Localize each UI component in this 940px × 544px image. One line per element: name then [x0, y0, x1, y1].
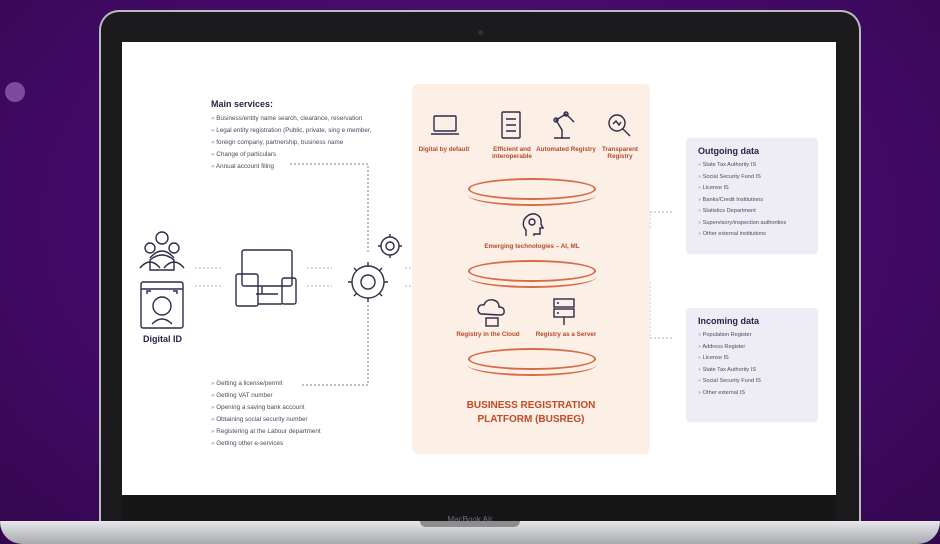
- ai-head-icon: [522, 213, 544, 236]
- emerging-tech-label: Emerging technologies – AI, ML: [484, 243, 580, 250]
- cloud-icon: [477, 299, 505, 327]
- other-services-list: Getting a license/permitGetting VAT numb…: [211, 378, 321, 450]
- other-service-item: Getting a license/permit: [211, 378, 321, 390]
- incoming-data-list: Population RegisterAddress RegisterLicen…: [698, 330, 761, 400]
- laptop-screen: Main services: Business/entity name sear…: [122, 42, 836, 495]
- feature-automated-label: Automated Registry: [536, 146, 596, 153]
- magnifier-icon: [608, 114, 631, 137]
- outgoing-data-item: Social Security Fund IS: [698, 172, 786, 184]
- feature-efficient-label: Efficient and interoperable: [492, 146, 532, 160]
- other-service-item: Obtaining social security number: [211, 414, 321, 426]
- platform-layer-middle: [468, 260, 596, 288]
- outgoing-data-item: State Tax Authority IS: [698, 160, 786, 172]
- outgoing-data-panel: Outgoing data State Tax Authority ISSoci…: [686, 138, 818, 254]
- main-service-item: Business/entity name search, clearance, …: [211, 113, 371, 125]
- cloud-label: Registry in the Cloud: [456, 331, 520, 338]
- incoming-data-item: Address Register: [698, 342, 761, 354]
- incoming-data-item: License IS: [698, 353, 761, 365]
- main-services-list: Business/entity name search, clearance, …: [211, 113, 371, 173]
- checklist-icon: [501, 111, 521, 139]
- incoming-data-item: Population Register: [698, 330, 761, 342]
- main-service-item: Annual account filing: [211, 161, 371, 173]
- incoming-data-heading: Incoming data: [698, 316, 760, 326]
- people-group-icon: [139, 231, 185, 271]
- other-service-item: Registering at the Labour department: [211, 426, 320, 438]
- outgoing-data-heading: Outgoing data: [698, 146, 759, 156]
- outgoing-data-item: Statistics Department: [698, 206, 786, 218]
- camera-icon: [478, 30, 483, 35]
- laptop-notch: [420, 521, 520, 527]
- platform-title: BUSINESS REGISTRATION PLATFORM (BUSREG): [412, 399, 650, 427]
- feature-transparent-label: Transparent Registry: [601, 146, 639, 160]
- feature-digital-label: Digital by default: [418, 146, 470, 153]
- platform-title-line1: BUSINESS REGISTRATION: [466, 400, 596, 411]
- main-services-heading: Main services:: [211, 99, 274, 109]
- main-service-item: Change of particulars: [211, 149, 371, 161]
- decorative-dot: [5, 82, 25, 102]
- incoming-data-item: Other external IS: [698, 388, 761, 400]
- incoming-data-item: State Tax Authority IS: [698, 365, 761, 377]
- outgoing-data-item: Supervisory/inspection authorities: [698, 218, 787, 230]
- laptop-chin: [122, 495, 836, 521]
- digital-id-label: Digital ID: [143, 334, 183, 344]
- laptop-icon: [431, 115, 459, 135]
- face-scan-icon: [140, 281, 184, 329]
- incoming-data-panel: Incoming data Population RegisterAddress…: [686, 308, 818, 422]
- incoming-data-item: Social Security Fund IS: [698, 376, 761, 388]
- server-label: Registry as a Server: [535, 331, 597, 338]
- laptop-model-label: MacBook Air: [447, 515, 493, 524]
- laptop-base: [0, 521, 940, 544]
- outgoing-data-item: Other external institutions: [698, 229, 786, 241]
- outgoing-data-list: State Tax Authority ISSocial Security Fu…: [698, 160, 787, 241]
- devices-icon: [235, 249, 297, 307]
- platform-title-line2: PLATFORM (BUSREG): [477, 414, 585, 425]
- outgoing-data-item: License IS: [698, 183, 786, 195]
- platform-layer-bottom: [468, 348, 596, 376]
- robot-arm-icon: [553, 111, 575, 139]
- main-service-item: Legal entity registration (Public, priva…: [211, 125, 371, 137]
- platform-layer-top: [468, 178, 596, 206]
- main-service-item: foreign company, partnership, business n…: [211, 137, 371, 149]
- server-icon: [553, 298, 575, 325]
- other-service-item: Opening a saving bank account: [211, 402, 321, 414]
- other-service-item: Getting VAT number: [211, 390, 321, 402]
- gears-icon: [348, 234, 402, 302]
- outgoing-data-item: Banks/Credit Institutions: [698, 195, 786, 207]
- other-service-item: Getting other e-services: [211, 438, 321, 450]
